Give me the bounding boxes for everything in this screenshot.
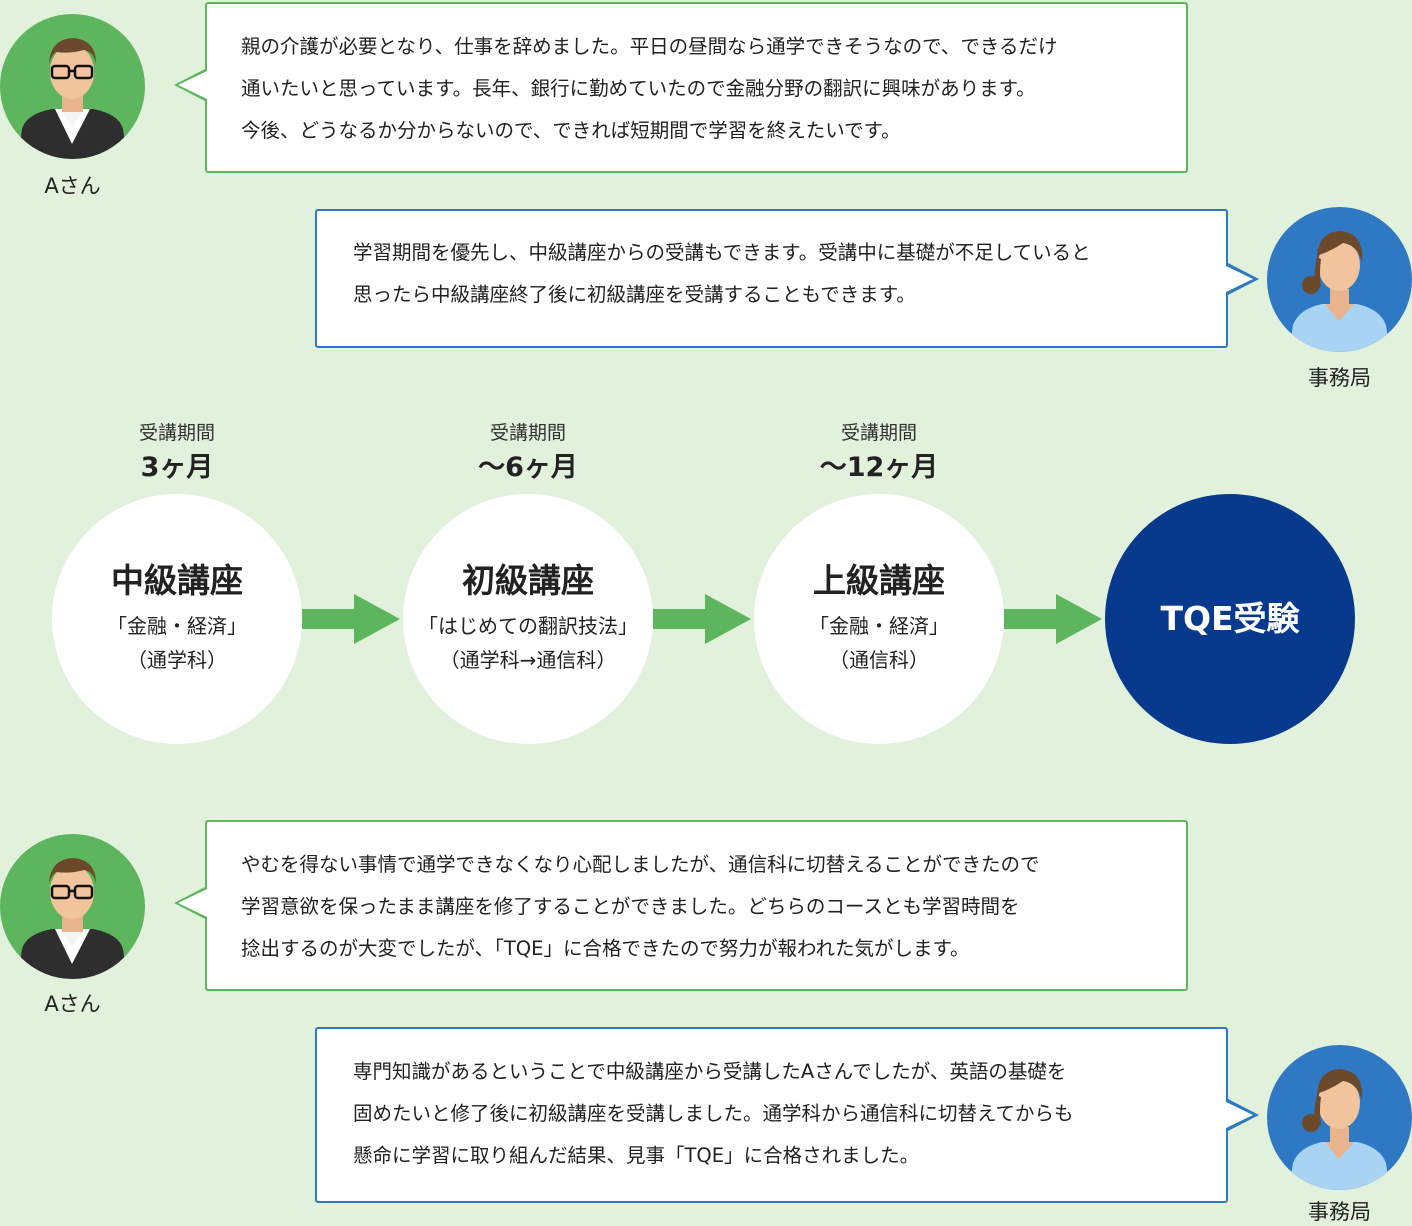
staff-speech-bubble: 学習期間を優先し、中級講座からの受講もできます。受講中に基礎が不足していると 思… <box>315 209 1228 348</box>
bubble-tail-fill <box>1224 265 1253 293</box>
course-mode: （通信科） <box>829 648 929 672</box>
course-subject: 「金融・経済」 <box>107 614 247 638</box>
bubble-line: 懸命に学習に取り組んだ結果、見事「TQE」に合格されました。 <box>353 1144 920 1167</box>
goal-title: TQE受験 <box>1160 599 1300 638</box>
course-subject: 「金融・経済」 <box>809 614 949 638</box>
bubble-tail-fill <box>178 71 207 99</box>
course-title: 上級講座 <box>813 561 945 600</box>
staff-avatar <box>1267 207 1412 352</box>
bubble-line: 捻出するのが大変でしたが、「TQE」に合格できたので努力が報われた気がします。 <box>241 937 970 960</box>
bubble-tail-fill <box>1224 1101 1253 1129</box>
man-with-glasses-icon <box>18 38 127 159</box>
bubble-line: 通いたいと思っています。長年、銀行に勤めていたので金融分野の翻訳に興味があります… <box>241 77 1036 100</box>
period-block: 受講期間 ～6ヶ月 <box>403 422 653 488</box>
period-block: 受講期間 3ヶ月 <box>52 422 302 488</box>
bubble-line: 今後、どうなるか分からないので、できれば短期間で学習を終えたいです。 <box>241 119 901 142</box>
staff-speech-bubble: 専門知識があるということで中級講座から受講したAさんでしたが、英語の基礎を 固め… <box>315 1027 1228 1203</box>
bubble-line: 専門知識があるということで中級講座から受講したAさんでしたが、英語の基礎を <box>353 1060 1067 1083</box>
woman-staff-icon <box>1289 1069 1390 1190</box>
course-subject: 「はじめての翻訳技法」 <box>418 614 638 638</box>
period-block: 受講期間 ～12ヶ月 <box>754 422 1004 488</box>
staff-avatar <box>1267 1045 1412 1190</box>
right-arrow-icon <box>1004 594 1102 644</box>
course-step-beginner: 初級講座 「はじめての翻訳技法」 （通学科→通信科） <box>403 494 653 744</box>
staff-name: 事務局 <box>1308 366 1371 390</box>
bubble-line: 固めたいと修了後に初級講座を受講しました。通学科から通信科に切替えてからも <box>353 1102 1074 1125</box>
man-with-glasses-icon <box>18 858 127 979</box>
right-arrow-icon <box>302 594 400 644</box>
course-mode: （通学科） <box>127 648 227 672</box>
staff-name: 事務局 <box>1308 1200 1371 1224</box>
woman-staff-icon <box>1289 231 1390 352</box>
student-name: Aさん <box>44 992 101 1016</box>
period-label: 受講期間 <box>840 422 917 444</box>
bubble-tail-fill <box>178 889 207 917</box>
bubble-line: 親の介護が必要となり、仕事を辞めました。平日の昼間なら通学できそうなので、できる… <box>241 35 1058 58</box>
course-step-advanced: 上級講座 「金融・経済」 （通信科） <box>754 494 1004 744</box>
course-title: 中級講座 <box>111 561 243 600</box>
period-label: 受講期間 <box>138 422 215 444</box>
bubble-line: 学習意欲を保ったまま講座を修了することができました。どちらのコースとも学習時間を <box>241 895 1020 918</box>
student-speech-bubble: やむを得ない事情で通学できなくなり心配しましたが、通信科に切替えることができたの… <box>205 820 1188 991</box>
bubble-line: 思ったら中級講座終了後に初級講座を受講することもできます。 <box>353 283 916 306</box>
period-duration: ～12ヶ月 <box>819 452 939 483</box>
period-duration: 3ヶ月 <box>140 452 214 483</box>
bubble-line: 学習期間を優先し、中級講座からの受講もできます。受講中に基礎が不足していると <box>353 241 1091 264</box>
student-name: Aさん <box>44 174 101 198</box>
course-title: 初級講座 <box>462 561 594 600</box>
student-avatar <box>0 834 145 979</box>
bubble-line: やむを得ない事情で通学できなくなり心配しましたが、通信科に切替えることができたの… <box>241 853 1040 876</box>
right-arrow-icon <box>653 594 751 644</box>
course-mode: （通学科→通信科） <box>439 648 617 672</box>
period-label: 受講期間 <box>489 422 566 444</box>
student-avatar <box>0 14 145 159</box>
student-speech-bubble: 親の介護が必要となり、仕事を辞めました。平日の昼間なら通学できそうなので、できる… <box>205 2 1188 173</box>
course-step-intermediate: 中級講座 「金融・経済」 （通学科） <box>52 494 302 744</box>
tqe-exam-goal: TQE受験 <box>1105 494 1355 744</box>
period-duration: ～6ヶ月 <box>478 452 578 483</box>
